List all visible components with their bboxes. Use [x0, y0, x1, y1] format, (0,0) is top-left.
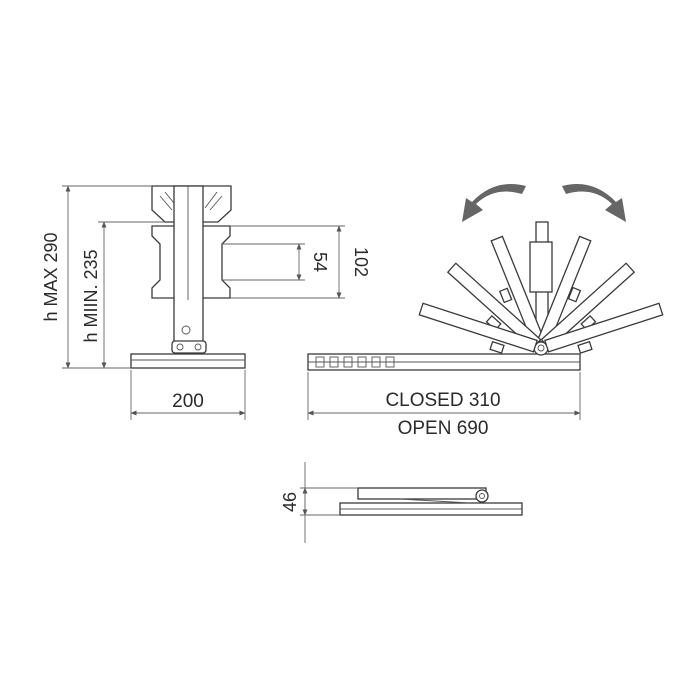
h-max-label: h MAX 290	[41, 232, 61, 321]
rotate-right-arrow-icon	[562, 184, 626, 222]
vesa-dimensions: 54 102	[222, 225, 371, 299]
length-dimension: CLOSED 310 OPEN 690	[307, 372, 581, 439]
vertical-pole	[173, 185, 204, 347]
folded-view	[339, 487, 523, 516]
width-200-label: 200	[172, 391, 204, 412]
height-dimensions: h MAX 290 h MIIN. 235	[41, 185, 165, 369]
open-label: OPEN 690	[398, 418, 489, 439]
h-min-label: h MIIN. 235	[81, 249, 101, 342]
folded-height-dimension: 46	[280, 462, 358, 543]
base-plate	[130, 353, 246, 369]
height-46-label: 46	[280, 492, 300, 512]
folded-arm	[357, 487, 487, 500]
swing-arms	[418, 221, 664, 354]
front-view	[130, 185, 246, 369]
closed-label: CLOSED 310	[385, 390, 500, 411]
width-dimension: 200	[130, 370, 246, 420]
vesa-54-label: 54	[310, 252, 330, 272]
side-view	[307, 184, 664, 371]
rotate-left-arrow-icon	[462, 184, 526, 222]
vesa-102-label: 102	[351, 247, 371, 277]
